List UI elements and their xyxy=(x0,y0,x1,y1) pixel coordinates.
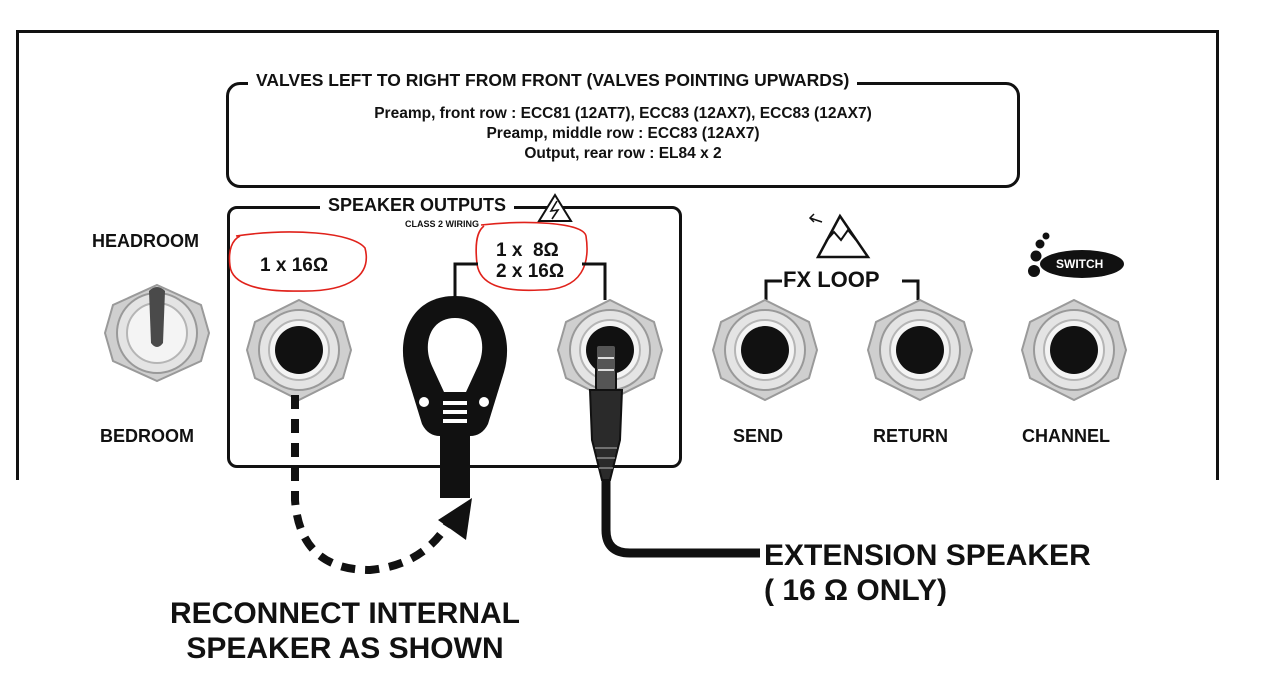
fx-loop-title: FX LOOP xyxy=(783,267,880,292)
valve-line-front: Preamp, front row : ECC81 (12AT7), ECC83… xyxy=(374,105,872,122)
reconnect-callout: RECONNECT INTERNAL SPEAKER AS SHOWN xyxy=(140,596,550,666)
speaker-outputs-title: SPEAKER OUTPUTS xyxy=(320,195,515,216)
fx-return-jack[interactable] xyxy=(866,298,974,402)
speaker-outputs-subtitle: CLASS 2 WIRING xyxy=(405,219,480,229)
bedroom-label: BEDROOM xyxy=(100,426,194,446)
reconnect-line1: RECONNECT INTERNAL xyxy=(170,597,520,630)
output2-impedance-line1: 1 x 8Ω xyxy=(496,240,559,261)
headroom-toggle-switch[interactable] xyxy=(103,283,211,383)
valve-line-middle: Preamp, middle row : ECC83 (12AX7) xyxy=(486,125,760,142)
output2-impedance-line2: 2 x 16Ω xyxy=(496,261,565,282)
speaker-output-jack-1[interactable] xyxy=(245,298,353,402)
output1-impedance-label: 1 x 16Ω xyxy=(260,255,329,276)
fx-send-jack[interactable] xyxy=(711,298,819,402)
footswitch-badge: SWITCH xyxy=(1056,257,1104,271)
toggle-lever-icon xyxy=(149,287,165,347)
channel-jack[interactable] xyxy=(1020,298,1128,402)
valve-info-lines: Preamp, front row : ECC81 (12AT7), ECC83… xyxy=(226,104,1020,164)
headroom-label: HEADROOM xyxy=(92,231,199,251)
channel-label: CHANNEL xyxy=(1022,426,1110,446)
extension-speaker-line1: EXTENSION SPEAKER xyxy=(764,539,1091,572)
amp-panel-frame xyxy=(16,30,1219,480)
extension-speaker-callout: EXTENSION SPEAKER ( 16 Ω ONLY) xyxy=(764,538,1091,608)
electric-warning-icon xyxy=(537,193,573,222)
fx-return-label: RETURN xyxy=(873,426,948,446)
fx-send-label: SEND xyxy=(733,426,784,446)
output2-impedance-label: 1 x 8Ω 2 x 16Ω xyxy=(496,240,564,282)
valve-line-rear: Output, rear row : EL84 x 2 xyxy=(524,145,722,162)
valve-info-title: VALVES LEFT TO RIGHT FROM FRONT (VALVES … xyxy=(248,70,858,91)
extension-speaker-line2: ( 16 Ω ONLY) xyxy=(764,574,947,607)
reconnect-line2: SPEAKER AS SHOWN xyxy=(186,632,504,665)
